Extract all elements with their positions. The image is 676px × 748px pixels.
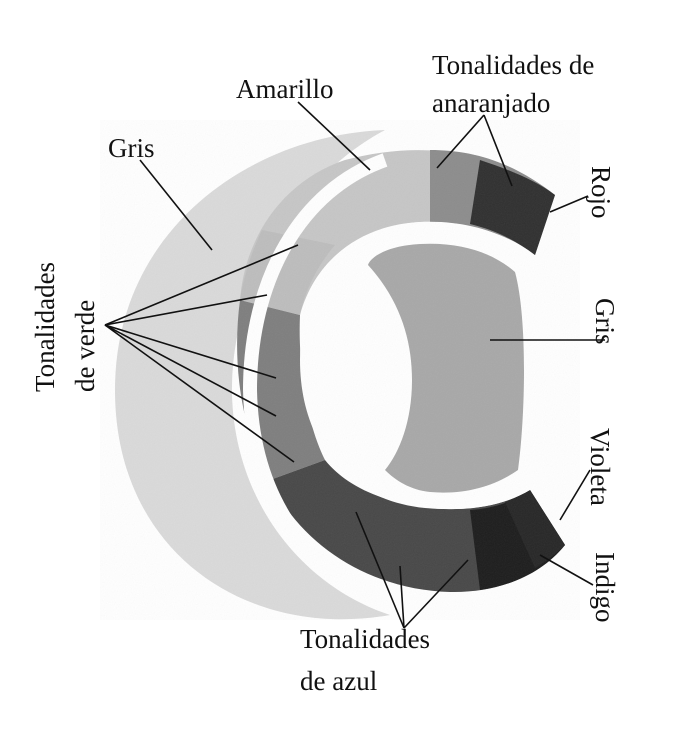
line-gris-outer — [139, 159, 213, 251]
label-naranja-line2: anaranjado — [432, 88, 551, 118]
line-verde-3 — [104, 324, 277, 379]
label-violeta: Violeta — [585, 428, 615, 506]
label-amarillo: Amarillo — [236, 74, 334, 104]
line-amarillo — [297, 101, 371, 171]
label-verde-line1: Tonalidades — [30, 261, 60, 392]
line-rojo — [549, 195, 589, 213]
label-verde-line2: de verde — [70, 299, 100, 392]
line-naranja-b — [483, 114, 513, 187]
line-indigo — [539, 554, 594, 586]
line-verde-1 — [104, 244, 299, 326]
label-rojo: Rojo — [586, 166, 616, 219]
label-naranja-line1: Tonalidades de — [432, 50, 595, 80]
label-azul-line1: Tonalidades — [300, 624, 431, 654]
line-verde-2 — [104, 294, 268, 326]
line-naranja-a — [436, 114, 485, 169]
label-azul-line2: de azul — [300, 666, 378, 696]
line-verde-5 — [104, 324, 295, 463]
line-verde-4 — [104, 324, 277, 417]
label-gris-outer: Gris — [108, 133, 155, 163]
label-gris-inner: Gris — [590, 298, 620, 345]
line-azul-3 — [403, 559, 469, 629]
leader-lines — [104, 101, 605, 629]
line-azul-2 — [399, 565, 405, 629]
line-violeta — [559, 469, 591, 521]
line-azul-1 — [355, 511, 405, 629]
label-indigo: Indigo — [590, 552, 620, 623]
